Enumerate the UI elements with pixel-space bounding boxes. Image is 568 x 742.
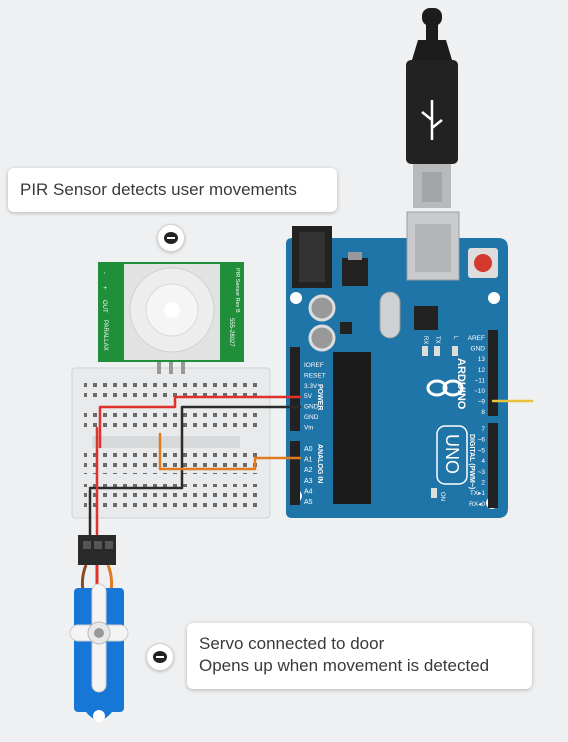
pir-callout: PIR Sensor detects user movements xyxy=(8,168,337,212)
power-pin-label-0: IOREF xyxy=(304,362,324,369)
digital-pin-label-top-3: 12 xyxy=(478,367,486,374)
arduino-model: UNO xyxy=(442,434,462,474)
digital-pin-label-bottom-2: ~5 xyxy=(478,447,486,454)
led-label-1: TX xyxy=(434,336,440,344)
wire-orange-a1 xyxy=(158,432,302,471)
usb-icon xyxy=(421,100,443,140)
arduino-brand: ARDUINO xyxy=(455,358,467,410)
power-pin-label-6: Vin xyxy=(304,424,314,431)
pir-label-top: PIR Sensor Rev B xyxy=(234,268,240,313)
digital-pin-label-top-1: GND xyxy=(471,346,486,353)
arduino-board[interactable]: ARDUINO UNO ON POWER ANALOG IN DIGITAL (… xyxy=(286,211,508,518)
digital-pin-labels-bottom: 7 ~6 ~5 4 ~3 2TX▸1RX◂0 xyxy=(469,426,485,508)
digital-pin-label-top-6: ~9 xyxy=(478,399,486,406)
analog-pin-label-3: A3 xyxy=(304,478,313,485)
pir-pin-label-2: OUT xyxy=(101,300,107,313)
pir-callout-toggle-icon[interactable] xyxy=(157,224,185,252)
digital-pin-label-bottom-0: 7 xyxy=(481,426,485,433)
analog-pin-label-4: A4 xyxy=(304,488,313,495)
digital-pin-label-top-0: AREF xyxy=(468,335,485,342)
digital-pin-label-bottom-5: 2 xyxy=(481,480,485,487)
led-label-2: L xyxy=(452,336,458,340)
servo-callout-line2: Opens up when movement is detected xyxy=(199,656,490,675)
power-pin-label-3: 5V xyxy=(304,393,313,400)
pir-label-right: 555-28027 xyxy=(228,318,234,347)
digital-pin-labels-top: AREF GND 13 12 ~11 ~10 ~9 8 xyxy=(468,335,486,416)
pir-pin-labels: - + OUT xyxy=(101,272,107,313)
digital-header-title: DIGITAL (PWM~) xyxy=(468,434,475,489)
analog-pin-label-5: A5 xyxy=(304,499,313,506)
servo-callout-toggle-icon[interactable] xyxy=(146,643,174,671)
pir-callout-text: PIR Sensor detects user movements xyxy=(20,180,297,199)
pir-label-left: PARALLAX xyxy=(102,320,108,351)
pir-pin-label-0: - xyxy=(101,272,107,274)
pir-pin-label-1: + xyxy=(101,286,107,290)
wire-red-5v xyxy=(98,395,302,449)
servo-motor[interactable] xyxy=(69,583,129,722)
led-label-0: RX xyxy=(422,336,428,344)
usb-cable xyxy=(406,8,458,208)
wire-black-gnd xyxy=(88,405,302,490)
digital-pin-label-top-5: ~10 xyxy=(474,388,485,395)
digital-pin-label-bottom-3: 4 xyxy=(481,458,485,465)
led-labels: RX TX L xyxy=(422,336,458,344)
power-pin-labels: IOREF RESET 3.3V 5V GND GND Vin xyxy=(304,362,326,431)
power-pin-label-5: GND xyxy=(304,414,319,421)
power-pin-label-1: RESET xyxy=(304,372,326,379)
digital-pin-label-bottom-4: ~3 xyxy=(478,469,486,476)
wires xyxy=(88,395,534,540)
digital-pin-label-bottom-1: ~6 xyxy=(478,437,486,444)
arduino-logo-icon xyxy=(426,379,464,397)
on-label: ON xyxy=(439,492,445,501)
digital-pin-label-top-4: ~11 xyxy=(474,377,485,384)
power-header-title: POWER xyxy=(316,384,323,410)
analog-pin-label-0: A0 xyxy=(304,446,313,453)
analog-header-title: ANALOG IN xyxy=(316,444,323,483)
breadboard[interactable] xyxy=(71,367,271,519)
servo-connector xyxy=(78,535,116,597)
power-pin-label-2: 3.3V xyxy=(304,383,318,390)
power-pin-label-4: GND xyxy=(304,404,319,411)
pir-sensor[interactable]: PARALLAX 555-28027 PIR Sensor Rev B - + OU… xyxy=(98,262,244,374)
digital-pin-label-bottom-7: RX◂0 xyxy=(469,501,485,508)
digital-pin-label-top-7: 8 xyxy=(481,409,485,416)
digital-pin-label-top-2: 13 xyxy=(478,356,486,363)
digital-pin-label-bottom-6: TX▸1 xyxy=(470,490,486,497)
analog-pin-label-2: A2 xyxy=(304,467,313,474)
servo-callout: Servo connected to door Opens up when mo… xyxy=(187,623,532,689)
analog-pin-label-1: A1 xyxy=(304,457,313,464)
servo-callout-line1: Servo connected to door xyxy=(199,634,385,653)
